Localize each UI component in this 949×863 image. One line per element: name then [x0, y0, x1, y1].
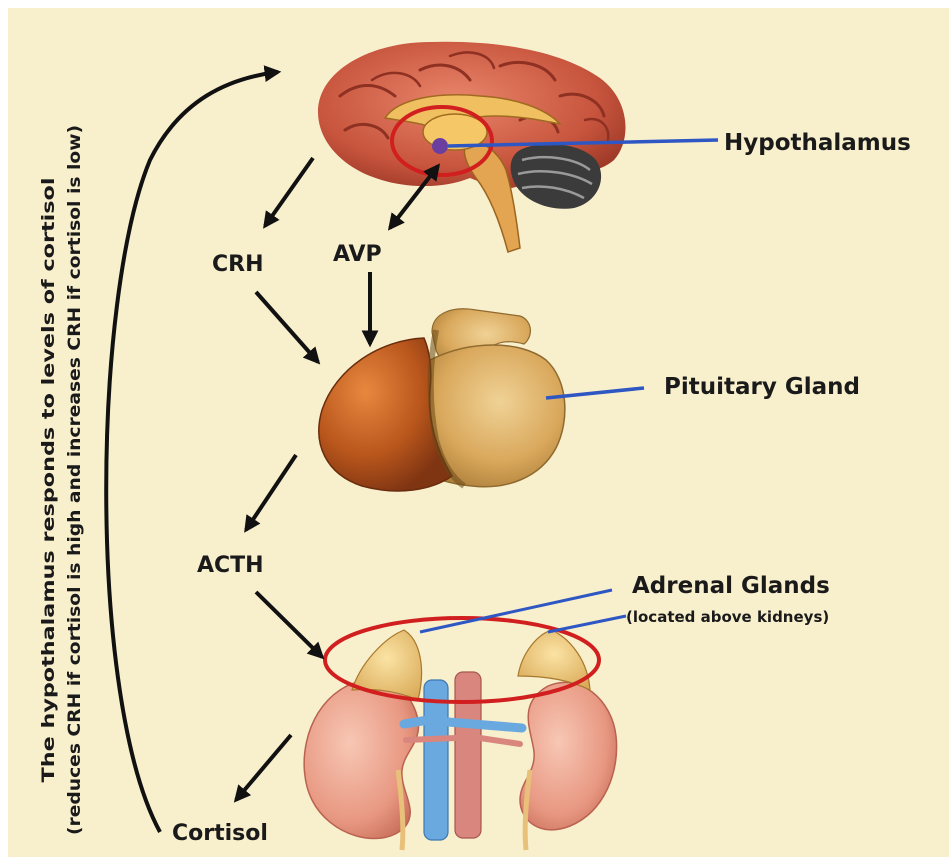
feedback-note-line1: The hypothalamus responds to levels of c… — [39, 178, 59, 783]
acth-label: ACTH — [197, 553, 264, 578]
hypothalamus-label: Hypothalamus — [724, 130, 911, 156]
pituitary-label: Pituitary Gland — [664, 374, 860, 400]
avp-label: AVP — [333, 242, 382, 267]
adrenal-label: Adrenal Glands — [632, 573, 830, 599]
feedback-note-line2: (reduces CRH if cortisol is high and inc… — [65, 125, 85, 835]
cortisol-label: Cortisol — [172, 821, 268, 846]
adrenal-note-label: (located above kidneys) — [626, 608, 829, 626]
crh-label: CRH — [212, 252, 264, 277]
